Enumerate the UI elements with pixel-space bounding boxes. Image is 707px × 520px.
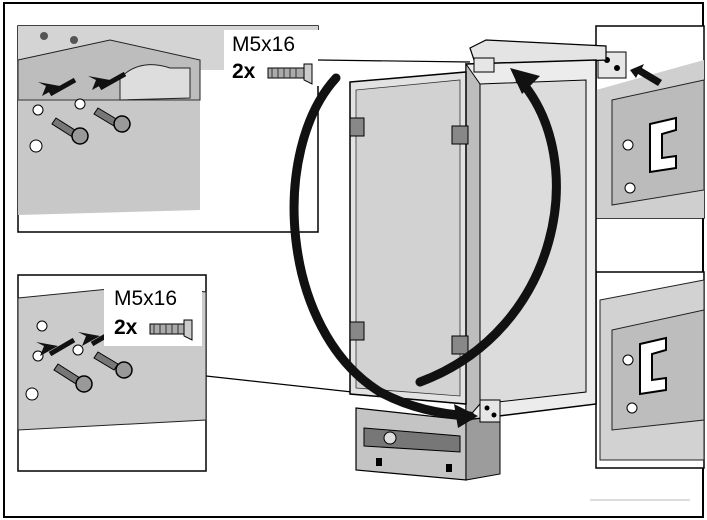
screw-spec-label: M5x16: [232, 33, 295, 56]
screw-icon: [149, 319, 193, 341]
insert-arrow-icon: [38, 82, 60, 96]
insert-arrow-icon: [88, 76, 110, 90]
leader-line: [317, 59, 471, 63]
leader-line: [205, 375, 353, 393]
insert-arrow-icon: [630, 64, 662, 86]
insert-arrow-icon: [36, 342, 58, 356]
callout-top-left: M5x16 2x: [224, 30, 320, 86]
callout-bottom-left: M5x16 2x: [104, 280, 202, 346]
screw-icon: [267, 63, 313, 85]
screw-icon: [51, 117, 89, 145]
insert-arrow-icon: [78, 332, 100, 346]
screw-icon: [93, 107, 131, 133]
detail-panel-top-left: [17, 25, 319, 233]
detail-panel-bottom-right: [595, 271, 705, 469]
screw-quantity-label: 2x: [114, 316, 138, 339]
appliance-door: [349, 71, 469, 405]
screw-icon: [93, 351, 133, 379]
door-swap-arrow-icon: [289, 68, 561, 428]
detail-panel-top-right: [595, 25, 705, 219]
screw-quantity-label: 2x: [232, 60, 256, 83]
screw-icon: [53, 363, 93, 393]
screw-spec-label: M5x16: [114, 287, 177, 310]
